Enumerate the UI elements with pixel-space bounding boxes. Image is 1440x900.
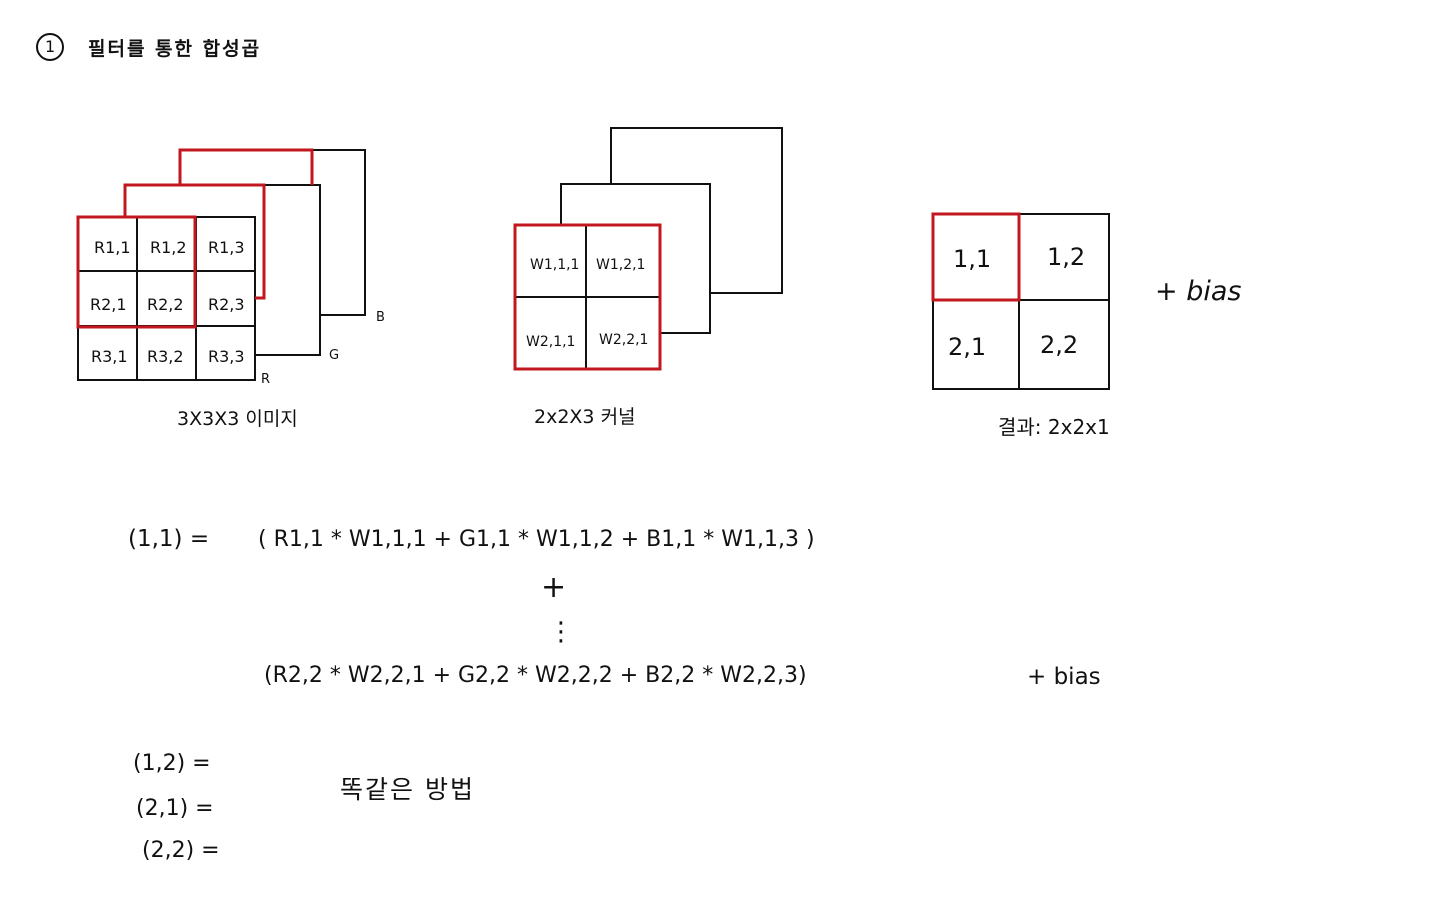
kernel-cell: W1,2,1: [596, 257, 646, 273]
formula-bias: + bias: [1027, 664, 1101, 690]
result-cell-highlight: [931, 212, 1021, 302]
kernel-tensor: [515, 127, 783, 369]
channel-label-b: B: [376, 310, 385, 325]
result-cell: 1,2: [1047, 243, 1086, 271]
image-cell: R1,1: [94, 238, 131, 257]
kernel-front-highlight: [513, 223, 662, 371]
formula-line-2: (R2,2 * W2,2,1 + G2,2 * W2,2,2 + B2,2 * …: [264, 663, 807, 688]
header-number: 1: [45, 37, 56, 56]
result-caption: 결과: 2x2x1: [998, 415, 1110, 439]
page-title: 필터를 통한 합성곱: [88, 38, 262, 60]
kernel-layer-2: [560, 183, 711, 334]
formula-plus: +: [541, 570, 567, 605]
kernel-cell: W2,2,1: [599, 332, 649, 348]
image-layer-b: [180, 149, 366, 316]
image-cell: R2,1: [90, 295, 127, 314]
image-cell: R1,2: [150, 238, 187, 257]
kernel-cell: W1,1,1: [530, 257, 580, 273]
result-cell: 2,2: [1040, 331, 1079, 359]
header-number-circle: [36, 33, 64, 61]
kernel-layer-3: [610, 127, 783, 294]
image-cell: R2,2: [147, 295, 184, 314]
kernel-caption: 2x2X3 커널: [534, 406, 636, 428]
result-cell: 2,1: [948, 333, 987, 361]
kernel-cell: W2,1,1: [526, 334, 576, 350]
formula-line-1: ( R1,1 * W1,1,1 + G1,1 * W1,1,2 + B1,1 *…: [258, 527, 815, 552]
image-cell: R1,3: [208, 238, 245, 257]
channel-label-g: G: [329, 348, 340, 363]
image-cell: R3,3: [208, 347, 245, 366]
image-filter-highlight: [76, 148, 314, 329]
image-cell: R2,3: [208, 295, 245, 314]
image-cell: R3,2: [147, 347, 184, 366]
formula-dots: ⋮: [548, 617, 574, 647]
result-cell: 1,1: [953, 245, 992, 273]
image-cell: R3,1: [91, 347, 128, 366]
other-output: (2,2) =: [142, 838, 220, 863]
formula-lhs: (1,1) =: [128, 526, 210, 552]
same-method-note: 똑같은 방법: [340, 775, 475, 804]
image-caption: 3X3X3 이미지: [177, 408, 298, 430]
other-output: (2,1) =: [136, 796, 214, 821]
other-output: (1,2) =: [133, 751, 211, 776]
channel-label-r: R: [261, 372, 271, 387]
result-bias: + bias: [1155, 276, 1242, 307]
